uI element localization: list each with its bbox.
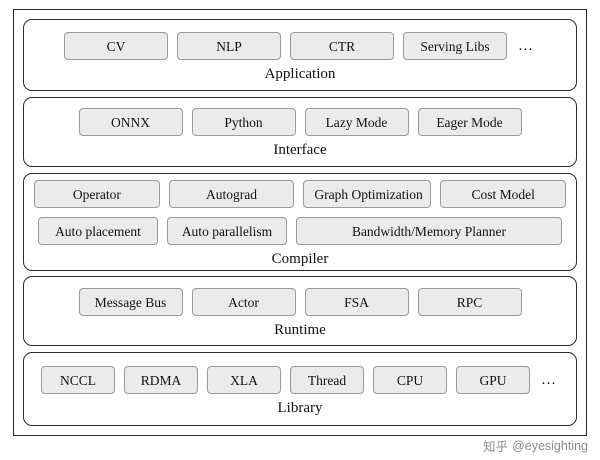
layer-runtime-row-1: Message Bus Actor FSA RPC (34, 287, 566, 316)
node-lazy-mode[interactable]: Lazy Mode (304, 108, 409, 137)
layer-compiler-row-2: Auto placement Auto parallelism Bandwidt… (34, 216, 566, 245)
node-actor[interactable]: Actor (191, 287, 296, 316)
node-message-bus[interactable]: Message Bus (78, 287, 183, 316)
layer-compiler-title: Compiler (271, 250, 329, 267)
layer-runtime-title: Runtime (274, 321, 326, 338)
layer-interface-title: Interface (273, 142, 327, 159)
layer-application: CV NLP CTR Serving Libs … Application (23, 19, 577, 91)
node-auto-parallelism[interactable]: Auto parallelism (167, 216, 287, 245)
layer-application-title: Application (264, 65, 336, 82)
layer-runtime: Message Bus Actor FSA RPC Runtime (23, 276, 577, 347)
node-xla[interactable]: XLA (207, 365, 281, 394)
node-nccl[interactable]: NCCL (41, 365, 115, 394)
watermark-handle: @eyesighting (512, 438, 588, 453)
layer-interface-row-1: ONNX Python Lazy Mode Eager Mode (34, 108, 566, 137)
node-cv[interactable]: CV (64, 31, 168, 60)
node-onnx[interactable]: ONNX (78, 108, 183, 137)
node-cpu[interactable]: CPU (373, 365, 447, 394)
application-ellipsis: … (518, 37, 534, 54)
node-serving-libs[interactable]: Serving Libs (403, 31, 507, 60)
node-rdma[interactable]: RDMA (124, 365, 198, 394)
layer-stack: CV NLP CTR Serving Libs … Application ON… (23, 19, 577, 426)
layer-compiler-row-1: Operator Autograd Graph Optimization Cos… (34, 179, 567, 208)
node-operator[interactable]: Operator (34, 179, 160, 208)
node-gpu[interactable]: GPU (456, 365, 530, 394)
node-cost-model[interactable]: Cost Model (440, 179, 567, 208)
node-ctr[interactable]: CTR (290, 31, 394, 60)
watermark: 知乎 @eyesighting (483, 436, 588, 455)
node-nlp[interactable]: NLP (177, 31, 281, 60)
node-bandwidth-memory-planner[interactable]: Bandwidth/Memory Planner (296, 216, 562, 245)
layer-library-row-1: NCCL RDMA XLA Thread CPU GPU … (34, 365, 566, 394)
node-eager-mode[interactable]: Eager Mode (417, 108, 522, 137)
layer-interface: ONNX Python Lazy Mode Eager Mode Interfa… (23, 96, 577, 167)
library-ellipsis: … (541, 371, 557, 388)
layer-application-row-1: CV NLP CTR Serving Libs … (34, 31, 566, 60)
node-fsa[interactable]: FSA (304, 287, 409, 316)
node-thread[interactable]: Thread (290, 365, 364, 394)
layer-compiler: Operator Autograd Graph Optimization Cos… (23, 172, 577, 271)
diagram-outer-frame: CV NLP CTR Serving Libs … Application ON… (13, 9, 587, 436)
node-rpc[interactable]: RPC (417, 287, 522, 316)
node-python[interactable]: Python (191, 108, 296, 137)
layer-library: NCCL RDMA XLA Thread CPU GPU … Library (23, 352, 577, 426)
node-autograd[interactable]: Autograd (168, 179, 295, 208)
zhihu-logo-icon: 知乎 (483, 440, 509, 454)
node-auto-placement[interactable]: Auto placement (38, 216, 158, 245)
node-graph-optimization[interactable]: Graph Optimization (303, 179, 432, 208)
layer-library-title: Library (277, 399, 323, 416)
